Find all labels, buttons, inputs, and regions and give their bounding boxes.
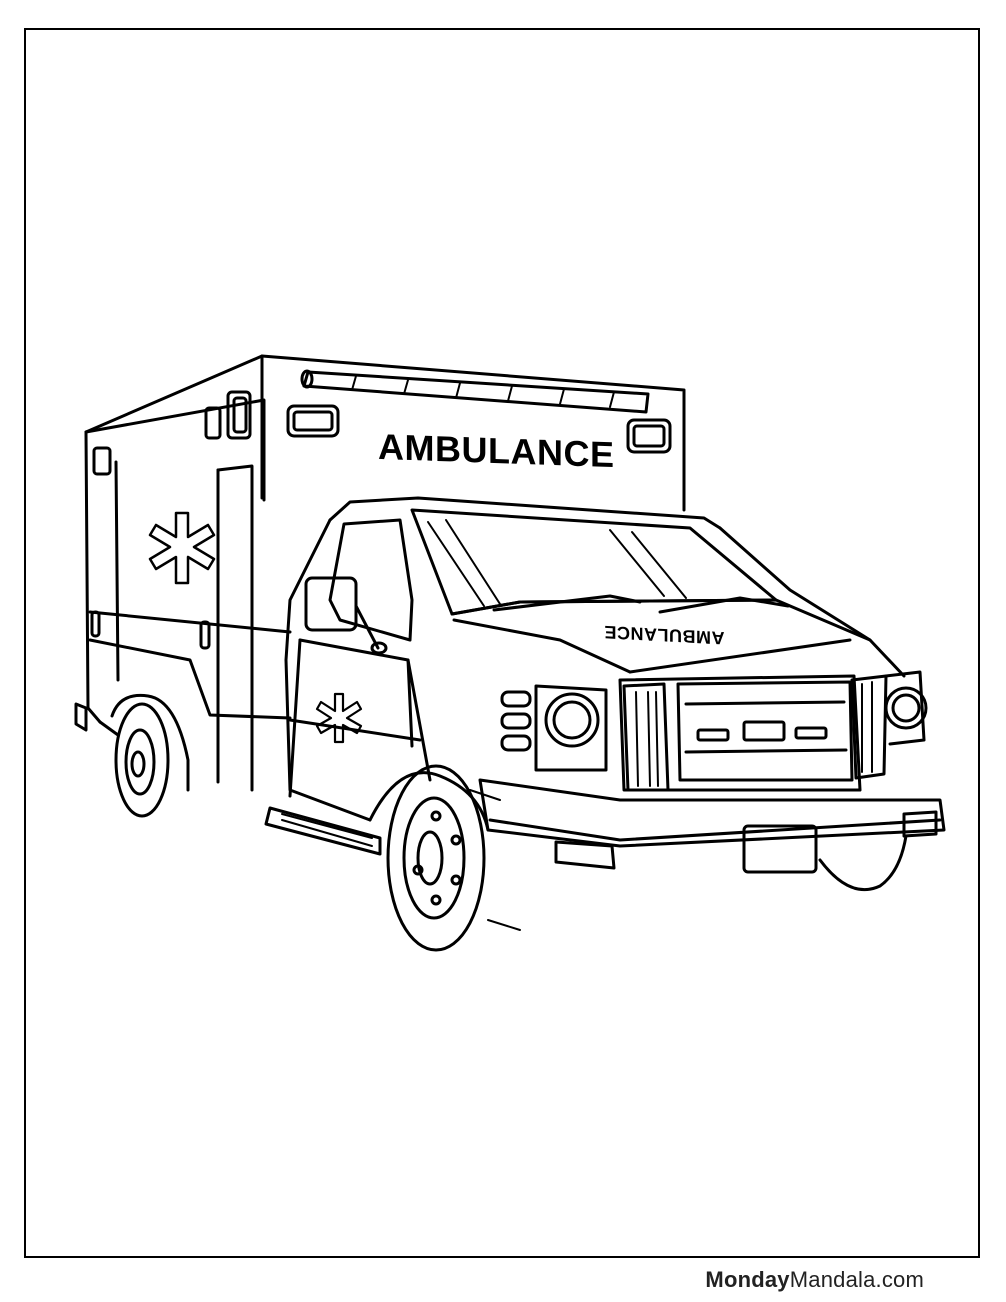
box-light-right [626, 418, 672, 454]
far-front-wheel [818, 834, 908, 892]
watermark-brand-bold: Monday [705, 1267, 790, 1292]
ambulance-box [74, 354, 686, 792]
star-of-life-icon [148, 511, 216, 585]
box-ambulance-label: AMBULANCE [378, 425, 615, 476]
box-light-left [286, 404, 340, 438]
front-wheel [368, 764, 521, 952]
ambulance-cab [264, 496, 946, 874]
license-plate [742, 824, 818, 874]
side-mirror [304, 576, 358, 632]
rear-wheel [110, 693, 190, 818]
watermark-brand-regular: Mandala.com [789, 1267, 924, 1292]
page-border [24, 28, 980, 1258]
light-bar [300, 369, 650, 414]
door-star-of-life-icon [315, 692, 363, 744]
